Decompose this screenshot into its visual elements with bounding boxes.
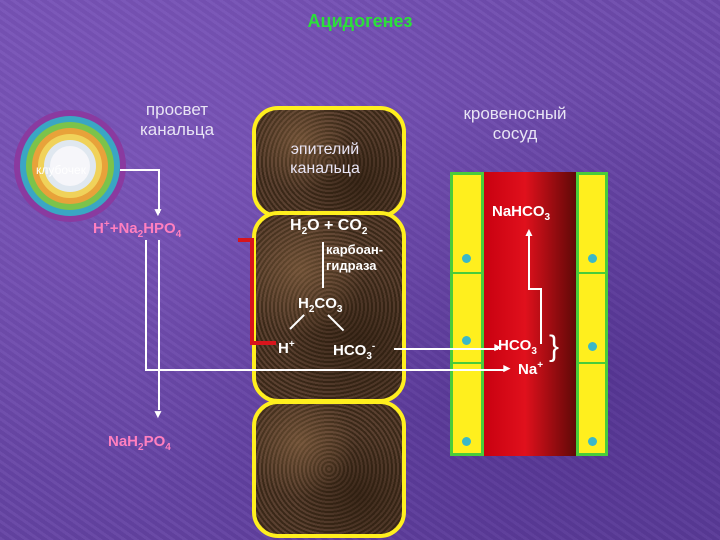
sodium-arrowhead: ► xyxy=(501,361,513,375)
proton-label: H+ xyxy=(278,339,295,357)
sodium-return-line xyxy=(145,369,505,371)
nahco3-line xyxy=(528,236,530,290)
vessel-sodium-label: Na+ xyxy=(518,360,544,378)
vessel-wall-dot xyxy=(462,254,471,263)
epithelium-cell-bottom xyxy=(252,400,406,538)
vessel-wall-right xyxy=(576,172,608,456)
vessel-wall-divider xyxy=(579,272,605,274)
sodium-bicarbonate-label: NaHCO3 xyxy=(492,203,551,223)
filtrate-line xyxy=(158,169,160,213)
nahco3-line xyxy=(528,288,542,290)
nahco3-arrowhead: ▲ xyxy=(523,225,535,239)
vessel-brace: } xyxy=(549,330,560,363)
phosphate-arrowhead: ▼ xyxy=(152,407,164,421)
proton-bracket xyxy=(238,238,254,242)
hydrogen-phosphate-label: H++Na2HPO4 xyxy=(93,219,182,240)
vessel-wall-dot xyxy=(462,437,471,446)
sodium-return-line xyxy=(145,240,147,370)
filtrate-arrowhead: ▼ xyxy=(152,205,164,219)
water-co2-label: H2O + CO2 xyxy=(290,217,368,238)
blood-vessel xyxy=(482,172,578,456)
vessel-label: кровеносный сосуд xyxy=(440,104,590,145)
slide-title: Ацидогенез xyxy=(307,11,413,31)
lumen-label-line1: просвет xyxy=(145,100,209,119)
vessel-wall-dot xyxy=(588,254,597,263)
lumen-label-line2: канальца xyxy=(139,120,215,140)
nahco3-line xyxy=(540,288,542,344)
epithelium-label: эпителий канальца xyxy=(270,140,380,178)
proton-bracket xyxy=(250,341,276,345)
bicarbonate-label: HCO3- xyxy=(333,341,376,362)
glomerulus-icon xyxy=(14,110,126,222)
vessel-wall-dot xyxy=(588,437,597,446)
carbonic-anhydrase-label: карбоан-гидраза xyxy=(326,242,384,273)
vessel-bicarbonate-label: HCO3 xyxy=(498,337,537,357)
vessel-wall-left xyxy=(450,172,484,456)
filtrate-line xyxy=(120,169,160,171)
proton-bracket xyxy=(250,240,254,344)
epithelium-label-line1: эпителий xyxy=(290,141,360,158)
vessel-label-line1: кровеносный xyxy=(463,104,567,123)
vessel-label-line2: сосуд xyxy=(492,124,538,144)
carbonic-acid-label: H2CO3 xyxy=(298,295,343,315)
reaction-down-line xyxy=(322,242,324,288)
glomerulus-label: клубочек xyxy=(36,163,86,177)
vessel-wall-divider xyxy=(453,362,481,364)
epithelium-label-line2: канальца xyxy=(290,160,360,178)
bicarbonate-line xyxy=(394,348,498,350)
vessel-wall-divider xyxy=(453,272,481,274)
vessel-wall-divider xyxy=(579,362,605,364)
lumen-label: просвет канальца xyxy=(122,100,232,141)
vessel-wall-dot xyxy=(462,336,471,345)
bicarbonate-arrowhead: ► xyxy=(492,340,504,354)
vessel-wall-dot xyxy=(588,342,597,351)
sodium-dihydrogen-phosphate-label: NaH2PO4 xyxy=(108,433,171,453)
phosphate-line xyxy=(158,240,160,410)
